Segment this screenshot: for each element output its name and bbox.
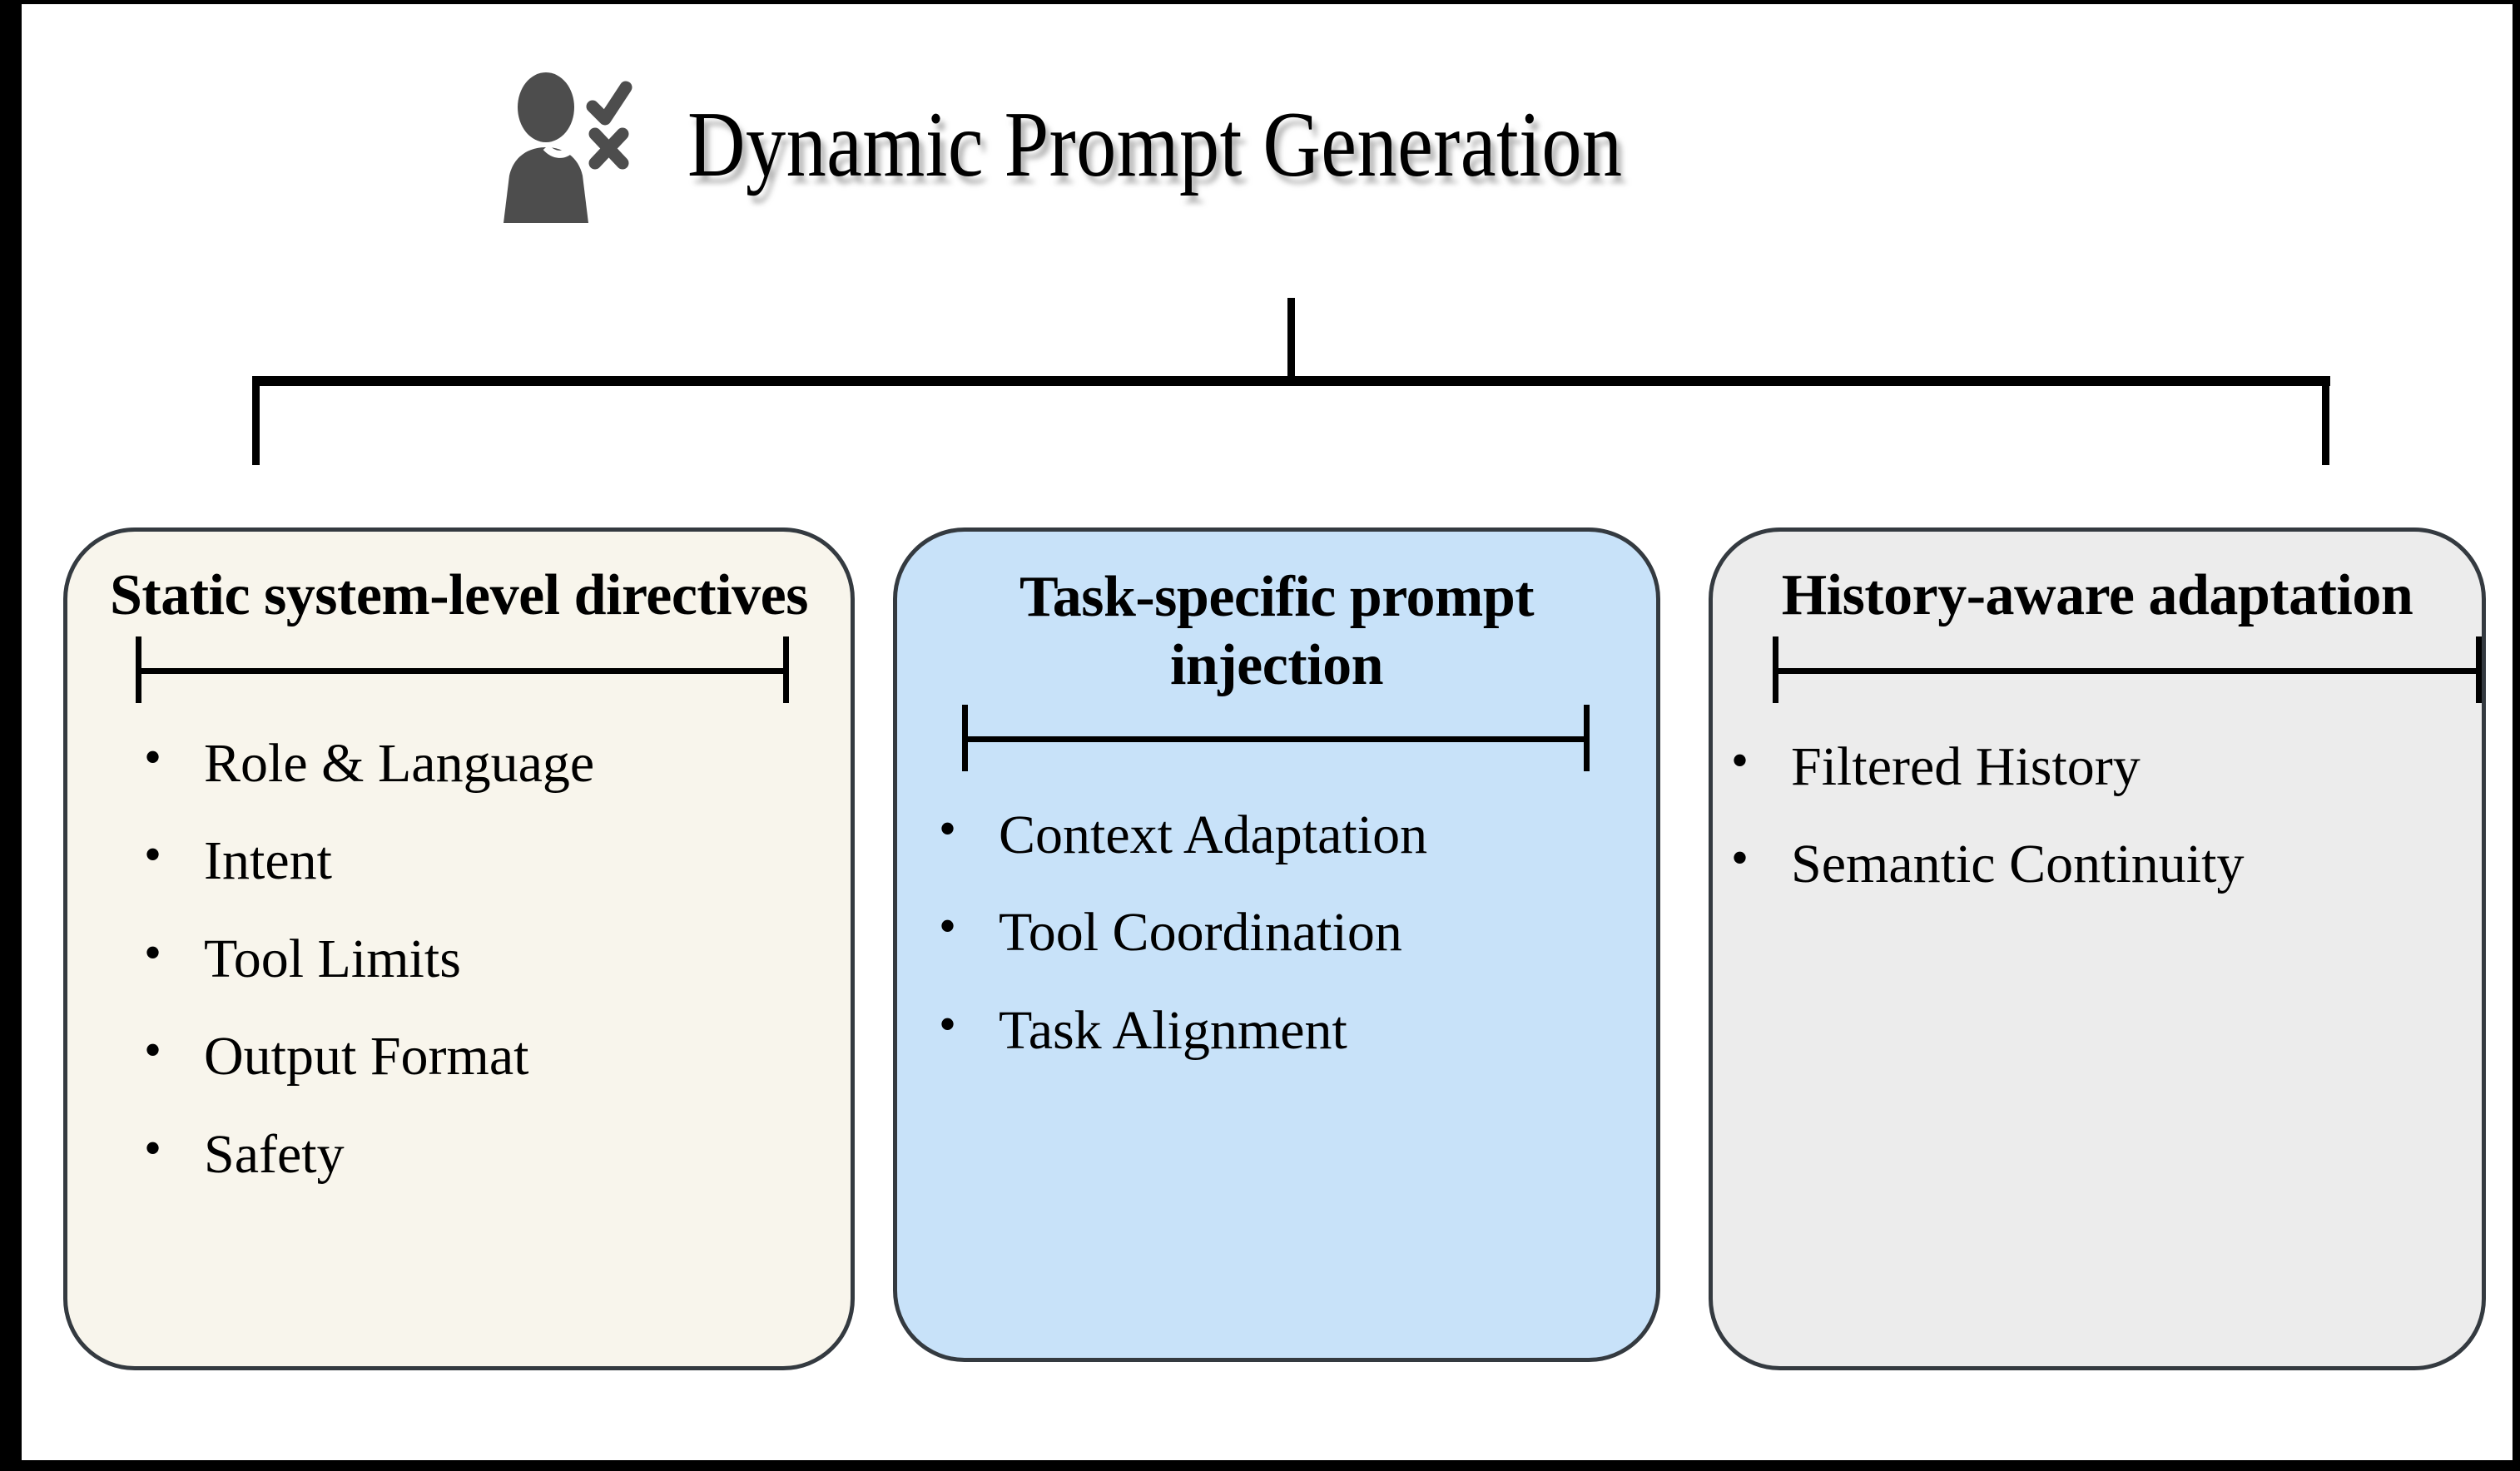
- card-title: History-aware adaptation: [1781, 563, 2413, 627]
- connector-drop-left: [252, 376, 260, 465]
- card-history-aware-adaptation[interactable]: History-aware adaptation Filtered Histor…: [1709, 527, 2486, 1370]
- frame-border-right: [2513, 0, 2520, 1471]
- user-check-cross-icon: [499, 69, 649, 223]
- list-item: Safety: [144, 1104, 851, 1203]
- divider-line: [136, 667, 789, 674]
- divider-cap-right: [2476, 636, 2482, 703]
- card-bullet-list: Role & Language Intent Tool Limits Outpu…: [67, 703, 851, 1203]
- card-title: Static system-level directives: [110, 563, 808, 627]
- page-title: Dynamic Prompt Generation: [687, 93, 1623, 197]
- list-item: Task Alignment: [939, 980, 1656, 1079]
- divider-cap-right: [1584, 704, 1590, 771]
- divider-line: [1773, 667, 2482, 674]
- list-item: Output Format: [144, 1006, 851, 1105]
- frame-border-left: [0, 0, 22, 1471]
- card-bullet-list: Filtered History Semantic Continuity: [1713, 703, 2482, 914]
- card-bullet-list: Context Adaptation Tool Coordination Tas…: [897, 771, 1656, 1079]
- diagram-header: Dynamic Prompt Generation: [499, 67, 2106, 225]
- divider-line: [962, 736, 1590, 742]
- card-title: Task-specific prompt injection: [1019, 565, 1535, 697]
- connector-drop-right: [2322, 376, 2329, 465]
- card-divider: [136, 636, 789, 703]
- list-item: Role & Language: [144, 713, 851, 812]
- card-row: Static system-level directives Role & La…: [0, 527, 2520, 1372]
- connector-stem: [1287, 298, 1295, 381]
- list-item: Tool Coordination: [939, 882, 1656, 981]
- list-item: Semantic Continuity: [1731, 814, 2482, 913]
- connector-horizontal-bar: [252, 376, 2330, 386]
- card-divider: [1773, 636, 2482, 703]
- frame-border-bottom: [0, 1460, 2520, 1471]
- list-item: Intent: [144, 810, 851, 909]
- card-static-system-level-directives[interactable]: Static system-level directives Role & La…: [63, 527, 855, 1370]
- list-item: Tool Limits: [144, 909, 851, 1008]
- list-item: Context Adaptation: [939, 785, 1656, 884]
- card-task-specific-prompt-injection[interactable]: Task-specific prompt injection Context A…: [893, 527, 1660, 1362]
- card-divider: [962, 704, 1590, 771]
- divider-cap-right: [783, 636, 789, 703]
- list-item: Filtered History: [1731, 716, 2482, 815]
- frame-border-top: [0, 0, 2520, 4]
